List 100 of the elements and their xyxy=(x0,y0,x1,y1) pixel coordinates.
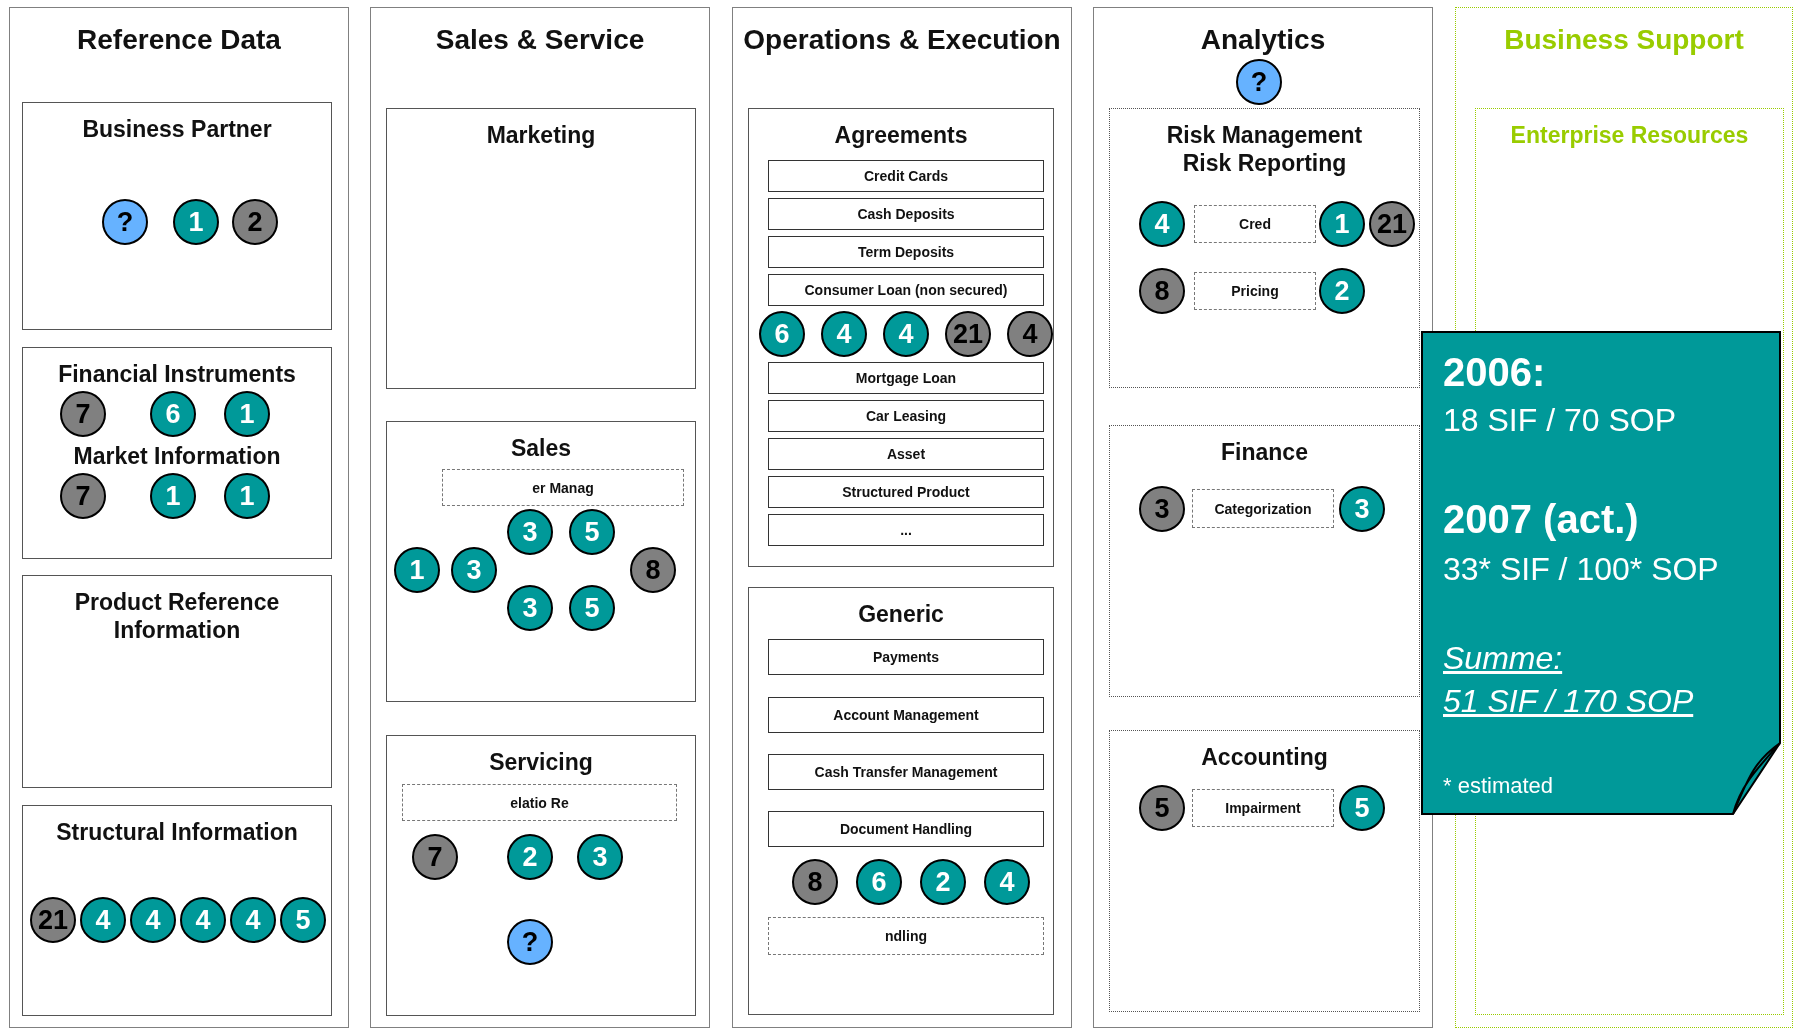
item-label: Cash Deposits xyxy=(857,206,955,222)
section-panel xyxy=(22,347,332,559)
section-title: Sales xyxy=(510,434,572,463)
count-badge: ? xyxy=(507,919,553,965)
count-badge: 4 xyxy=(821,311,867,357)
count-badge: 3 xyxy=(1139,486,1185,532)
dashed-frame xyxy=(1192,789,1334,827)
count-badge: 3 xyxy=(507,585,553,631)
column-title: Business Support xyxy=(1504,23,1744,57)
section-title: Risk Reporting xyxy=(1182,149,1347,178)
column-panel xyxy=(370,7,710,1028)
item-label: Impairment xyxy=(1225,800,1301,816)
count-badge: 4 xyxy=(230,897,276,943)
count-badge: 5 xyxy=(569,509,615,555)
dashed-frame xyxy=(1194,205,1316,243)
count-badge: 2 xyxy=(232,199,278,245)
item-label: Credit Cards xyxy=(864,168,948,184)
section-title: Generic xyxy=(858,600,944,629)
item-label: Cash Transfer Management xyxy=(814,764,998,780)
item-label: Categorization xyxy=(1214,500,1312,517)
item-label: Account Management xyxy=(833,707,979,723)
count-badge: 5 xyxy=(280,897,326,943)
count-badge: 1 xyxy=(224,391,270,437)
section-title: Business Partner xyxy=(82,115,272,144)
section-panel xyxy=(748,108,1054,567)
item-label: elatio Re xyxy=(510,794,569,811)
count-badge: 2 xyxy=(507,834,553,880)
count-badge: 1 xyxy=(224,473,270,519)
note-text: * estimated xyxy=(1443,773,1554,799)
item-panel xyxy=(768,754,1044,790)
count-badge: 3 xyxy=(577,834,623,880)
item-panel xyxy=(768,514,1044,546)
count-badge: 21 xyxy=(30,897,76,943)
dashed-frame xyxy=(442,469,684,506)
count-badge: 2 xyxy=(1319,268,1365,314)
note-text: Summe: xyxy=(1443,640,1563,677)
item-label: Consumer Loan (non secured) xyxy=(804,282,1008,298)
column-panel xyxy=(732,7,1072,1028)
item-panel xyxy=(768,400,1044,432)
count-badge: 2 xyxy=(920,859,966,905)
section-title: Servicing xyxy=(489,748,593,777)
section-title: Product Reference Information xyxy=(73,588,281,645)
count-badge: 8 xyxy=(1139,268,1185,314)
section-panel xyxy=(386,735,696,1016)
section-title: Market Information xyxy=(73,442,281,471)
column-title: Sales & Service xyxy=(435,23,645,57)
section-panel xyxy=(1109,108,1420,388)
section-panel xyxy=(22,102,332,330)
section-panel xyxy=(748,587,1054,1015)
dashed-frame xyxy=(402,784,677,821)
item-panel xyxy=(768,236,1044,268)
item-label: Asset xyxy=(886,446,926,462)
item-panel xyxy=(768,362,1044,394)
count-badge: 6 xyxy=(150,391,196,437)
section-title: Marketing xyxy=(486,121,596,150)
section-title: Agreements xyxy=(834,121,968,150)
item-panel xyxy=(768,476,1044,508)
count-badge: 4 xyxy=(1139,201,1185,247)
count-badge: ? xyxy=(1236,59,1282,105)
item-label: Structured Product xyxy=(842,484,970,500)
section-panel xyxy=(22,575,332,788)
section-panel xyxy=(386,108,696,389)
item-label: er Manag xyxy=(532,479,594,496)
item-panel xyxy=(768,811,1044,847)
count-badge: 5 xyxy=(1339,785,1385,831)
section-title: Financial Instruments xyxy=(58,360,296,389)
item-panel xyxy=(768,639,1044,675)
count-badge: 1 xyxy=(150,473,196,519)
count-badge: 4 xyxy=(883,311,929,357)
count-badge: 6 xyxy=(856,859,902,905)
count-badge: 3 xyxy=(451,547,497,593)
count-badge: 3 xyxy=(507,509,553,555)
count-badge: 4 xyxy=(180,897,226,943)
column-title: Reference Data xyxy=(77,23,281,57)
count-badge: 4 xyxy=(130,897,176,943)
section-title: Enterprise Resources xyxy=(1510,121,1749,150)
section-title: Structural Information xyxy=(56,818,298,847)
count-badge: 21 xyxy=(1369,201,1415,247)
item-label: Document Handling xyxy=(839,821,973,837)
count-badge: 7 xyxy=(60,391,106,437)
item-panel xyxy=(768,274,1044,306)
column-title: Operations & Execution xyxy=(743,23,1061,57)
section-panel xyxy=(386,421,696,702)
item-panel xyxy=(768,198,1044,230)
count-badge: 21 xyxy=(945,311,991,357)
count-badge: 5 xyxy=(569,585,615,631)
count-badge: 1 xyxy=(394,547,440,593)
section-panel xyxy=(22,805,332,1016)
dashed-frame xyxy=(1194,272,1316,310)
count-badge: 3 xyxy=(1339,486,1385,532)
count-badge: 8 xyxy=(792,859,838,905)
note-text: 2007 (act.) xyxy=(1443,497,1639,542)
count-badge: 7 xyxy=(60,473,106,519)
column-title: Analytics xyxy=(1200,23,1326,57)
count-badge: ? xyxy=(102,199,148,245)
item-label: Mortgage Loan xyxy=(855,370,957,386)
item-label: Car Leasing xyxy=(865,408,947,424)
count-badge: 8 xyxy=(630,547,676,593)
note-text: 51 SIF / 170 SOP xyxy=(1443,683,1694,720)
section-panel xyxy=(1109,730,1420,1012)
